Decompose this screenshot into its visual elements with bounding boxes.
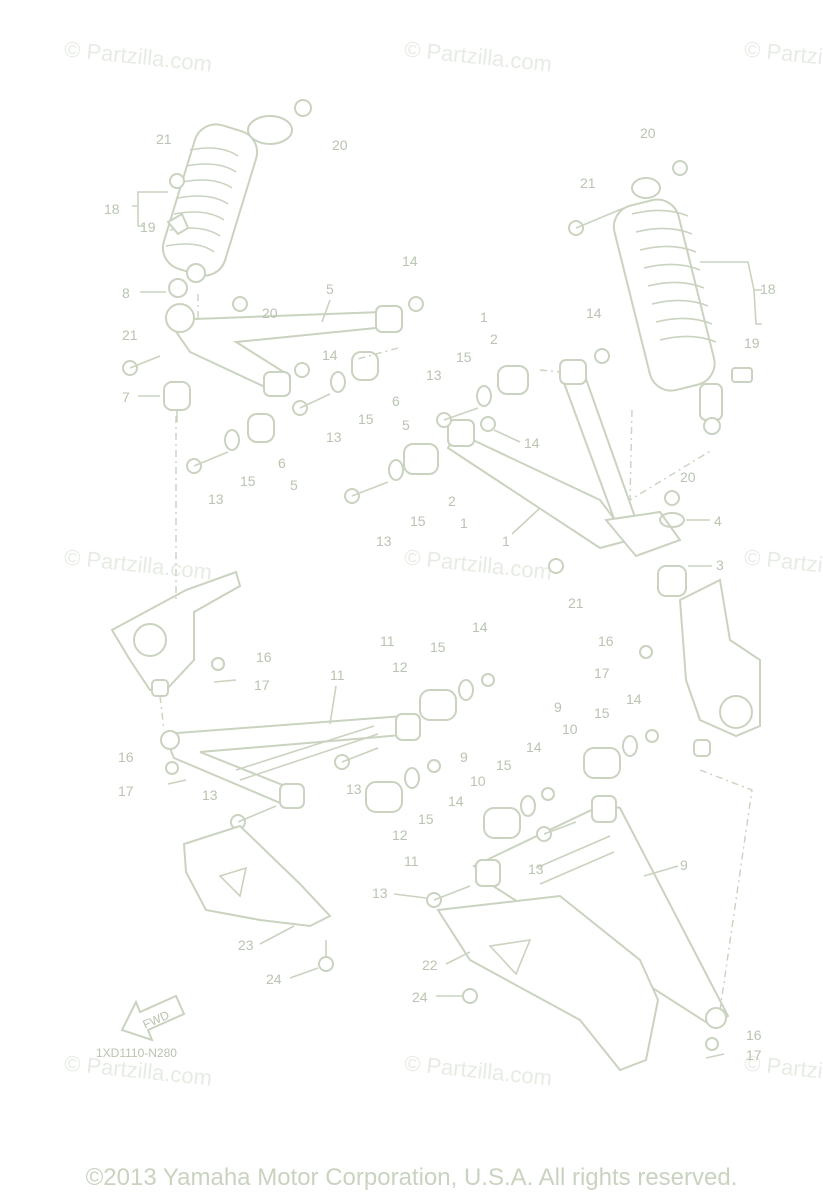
callout-15: 15 [456,349,472,365]
callout-13: 13 [426,367,442,383]
callout-13: 13 [372,885,388,901]
callout-17: 17 [118,783,134,799]
callout-20: 20 [680,469,696,485]
callout-labels: 21 20 18 19 8 20 5 14 21 7 14 13 15 6 5 … [104,125,776,1063]
callout-21: 21 [156,131,172,147]
callout-12: 12 [392,827,408,843]
right-steering-knuckle[interactable] [639,578,761,757]
callout-18: 18 [104,201,120,217]
callout-17: 17 [254,677,270,693]
callout-10: 10 [562,721,578,737]
callout-21: 21 [568,595,584,611]
callout-7: 7 [122,389,130,405]
callout-14: 14 [626,691,642,707]
callout-14: 14 [526,739,542,755]
upper-left-bushings[interactable] [186,351,379,474]
callout-11: 11 [404,853,419,869]
callout-20: 20 [332,137,348,153]
callout-9: 9 [460,749,468,765]
callout-13: 13 [346,781,362,797]
callout-5: 5 [290,477,298,493]
callout-5: 5 [326,281,334,297]
callout-13: 13 [376,533,392,549]
callout-6: 6 [392,393,400,409]
callout-3: 3 [716,557,724,573]
callout-13: 13 [326,429,342,445]
callout-12: 12 [392,659,408,675]
callout-5: 5 [402,417,410,433]
lower-right-arm[interactable] [426,729,730,1059]
callout-14: 14 [524,435,540,451]
callout-14: 14 [322,347,338,363]
callout-16: 16 [746,1027,762,1043]
callout-21: 21 [580,175,596,191]
callout-15: 15 [496,757,512,773]
callout-19: 19 [744,335,760,351]
callout-22: 22 [422,957,438,973]
upper-right-arm[interactable] [344,348,687,597]
callout-18: 18 [760,281,776,297]
callout-24: 24 [412,989,428,1005]
callout-1: 1 [502,533,510,549]
callout-1: 1 [480,309,488,325]
callout-16: 16 [118,749,134,765]
callout-13: 13 [208,491,224,507]
callout-19: 19 [140,219,156,235]
callout-20: 20 [640,125,656,141]
callout-20: 20 [262,305,278,321]
callout-14: 14 [402,253,418,269]
callout-2: 2 [448,493,456,509]
left-steering-knuckle[interactable] [110,570,242,697]
left-arm-guard[interactable] [182,824,334,972]
upper-ball-joint-left[interactable] [163,381,191,422]
callout-13: 13 [202,787,218,803]
right-arm-guard[interactable] [436,894,660,1072]
callout-15: 15 [410,513,426,529]
forward-direction-arrow: FWD [120,994,186,1042]
callout-16: 16 [598,633,614,649]
callout-6: 6 [278,455,286,471]
callout-15: 15 [594,705,610,721]
callout-15: 15 [430,639,446,655]
copyright-notice: ©2013 Yamaha Motor Corporation, U.S.A. A… [85,1164,738,1191]
callout-15: 15 [418,811,434,827]
callout-14: 14 [472,619,488,635]
right-shock-absorber[interactable] [568,160,753,435]
callout-13: 13 [528,861,544,877]
callout-21: 21 [122,327,138,343]
callout-8: 8 [122,285,130,301]
lower-left-arm[interactable] [160,657,495,830]
upper-left-arm[interactable] [122,278,424,397]
callout-1: 1 [460,515,468,531]
callout-23: 23 [238,937,254,953]
callout-15: 15 [240,473,256,489]
callout-14: 14 [448,793,464,809]
callout-16: 16 [256,649,272,665]
callout-11: 11 [380,633,395,649]
callout-9: 9 [554,699,562,715]
assembly-guide-lines [159,294,753,1011]
callout-4: 4 [714,513,722,529]
callout-2: 2 [490,331,498,347]
left-shock-absorber[interactable] [157,99,312,283]
callout-14: 14 [586,305,602,321]
callout-9: 9 [680,857,688,873]
callout-17: 17 [594,665,610,681]
callout-10: 10 [470,773,486,789]
diagram-reference-code: 1XD1110-N280 [96,1046,177,1060]
callout-24: 24 [266,971,282,987]
callout-17: 17 [746,1047,762,1063]
callout-15: 15 [358,411,374,427]
callout-11: 11 [330,667,345,683]
